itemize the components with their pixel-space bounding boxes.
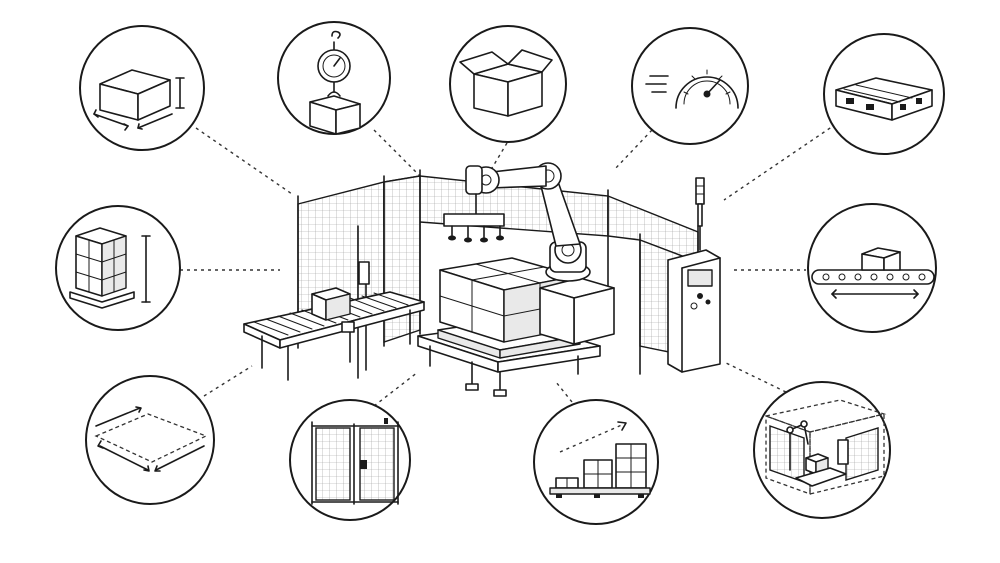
connector-cycle-speed <box>613 129 653 171</box>
feature-stack-height[interactable] <box>55 205 181 331</box>
feature-cell-layout[interactable] <box>753 381 891 519</box>
box-dimensions-icon <box>93 69 185 131</box>
feature-pallet-type[interactable] <box>823 33 945 155</box>
pallet-station <box>417 257 601 397</box>
connector-safety-fencing <box>373 371 419 407</box>
growth-chart-icon <box>549 421 651 498</box>
speedometer-icon <box>645 69 739 109</box>
connector-lines <box>180 123 837 407</box>
feature-infeed-conveyor[interactable] <box>807 203 937 333</box>
cell-layout-icon <box>763 399 887 495</box>
hanging-scale-icon <box>309 30 361 135</box>
connector-floor-footprint <box>203 365 253 397</box>
safety-gate-icon <box>311 418 399 505</box>
robot-arm <box>443 162 591 282</box>
open-box-icon <box>459 49 553 117</box>
feature-floor-footprint[interactable] <box>85 375 215 505</box>
feature-safety-fencing[interactable] <box>289 399 411 521</box>
connector-pallet-type <box>723 123 837 201</box>
infeed-conveyor <box>243 287 425 381</box>
pallet-icon <box>835 77 933 121</box>
control-cabinet <box>667 177 721 373</box>
floor-area-icon <box>94 406 208 472</box>
palletizing-cell <box>243 162 721 397</box>
feature-throughput-growth[interactable] <box>533 399 659 525</box>
robot-pedestal <box>539 277 615 345</box>
connector-box-type <box>491 142 508 169</box>
stacked-pallet-icon <box>69 227 151 309</box>
connector-box-weight <box>373 129 421 177</box>
connector-throughput <box>555 381 573 403</box>
connector-cell-layout <box>723 361 787 393</box>
feature-cycle-speed[interactable] <box>631 27 749 145</box>
feature-box-type[interactable] <box>449 25 567 143</box>
conveyor-icon <box>811 247 935 299</box>
feature-box-weight[interactable] <box>277 21 391 135</box>
feature-box-dimensions[interactable] <box>79 25 205 151</box>
connector-box-dimensions <box>195 127 293 195</box>
